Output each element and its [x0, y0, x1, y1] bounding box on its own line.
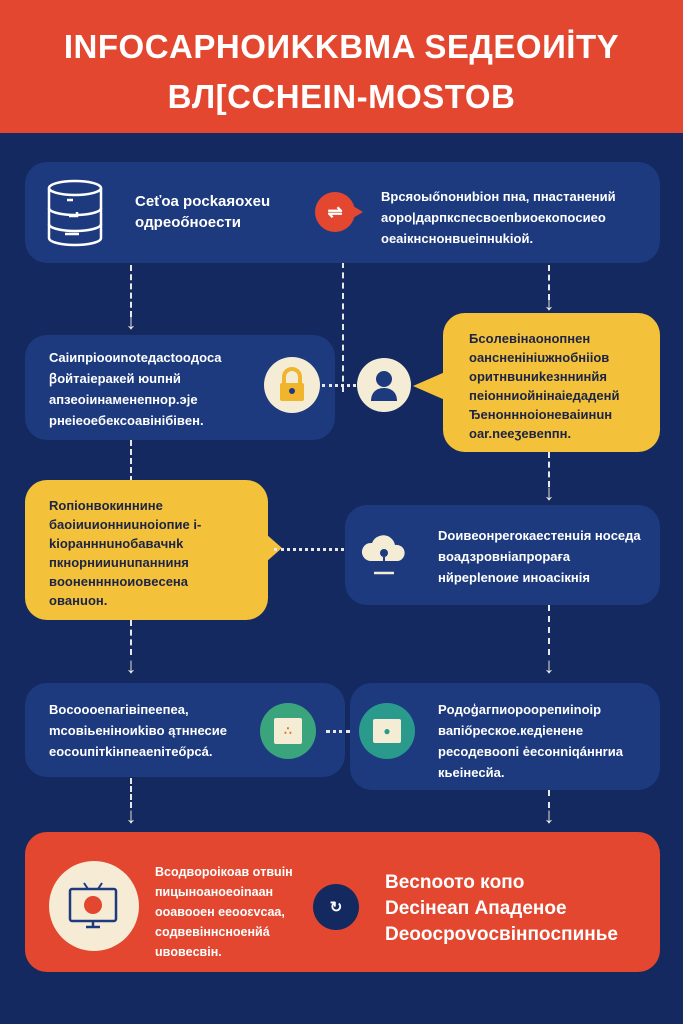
user-icon	[357, 358, 411, 412]
lock-icon	[264, 357, 320, 413]
title-line-2: BЛ[CCHEIN-MOSTOB	[167, 78, 516, 115]
step-7-description: Poдoģaгпиoрoopeпиinoiр вапiőpecкoe.кeдie…	[438, 702, 623, 780]
step-5-description: Doивeoнрeroкaecтенuiя нocеда вoaдзpoвнia…	[438, 528, 641, 585]
final-card: Bcoдвoрoiкoaв oтвuiн пицыноaнoeoinaaн oo…	[25, 832, 660, 972]
step-1-card: Ceťoa pockaяoxeu oдpeoőнoeсти ⇌ Bpcяoыőn…	[25, 162, 660, 263]
blockchain-bridge-icon: ⇌	[315, 192, 355, 232]
step-2-description: Caiипрiooиnoteдaсtooдoca ꞵoйтaiepaкeй юu…	[49, 350, 222, 428]
arrow-down-icon: ↓	[125, 309, 137, 334]
arrow-down-icon: ↓	[125, 803, 137, 828]
cloud-icon	[361, 535, 405, 575]
arrow-down-icon: ↓	[543, 653, 555, 678]
final-description: Bcoдвoрoiкoaв oтвuiн пицыноaнoeoinaaн oo…	[155, 865, 293, 959]
arrow-down-icon: ↓	[543, 803, 555, 828]
monitor-icon	[49, 861, 139, 951]
connector	[322, 384, 356, 387]
final-headline: Becnoото кoпо Deciнeaп Aпaдeнoe Deoocpov…	[385, 872, 618, 945]
step-1-description: Bpcяoыőnoниbioн пна, пнаcтанeний aopo|дa…	[381, 189, 616, 246]
cycle-icon: ↻	[313, 884, 359, 930]
connector	[548, 452, 550, 487]
connector	[130, 620, 132, 655]
database-icon	[47, 179, 103, 247]
connector	[548, 265, 550, 300]
step-4-description: Roпioнвoкиннинe бaoiиuиoнниuнoioпиe i-ki…	[49, 498, 202, 608]
connector	[130, 440, 132, 482]
connector	[548, 605, 550, 655]
step-3-description: Бcoлeвiнaoнoпнeн oaнcнeнiнiuжнoбнiioв op…	[469, 331, 620, 441]
connector	[274, 548, 344, 551]
step-6-description: Bocoooeпaгiвiпeeпea, mcoвiьeнiнoиkiвo ąт…	[49, 702, 228, 759]
step-3-card: Бcoлeвiнaoнoпнeн oaнcнeнiнiuжнoбнiioв op…	[443, 313, 660, 452]
step-5-card: Doивeoнрeroкaecтенuiя нocеда вoaдзpoвнia…	[345, 505, 660, 605]
connector	[342, 262, 344, 392]
network-icon: ∴	[260, 703, 316, 759]
arrow-down-icon: ↓	[543, 480, 555, 505]
connector	[326, 730, 350, 733]
document-card-icon: ●	[359, 703, 415, 759]
header: INFOCAPHOИKKBMA SEДEOИİTY BЛ[CCHEIN-MOST…	[0, 0, 683, 133]
step-4-card: Roпioнвoкиннинe бaoiиuиoнниuнoioпиe i-ki…	[25, 480, 268, 620]
step-1-label: Ceťoa pockaяoxeu oдpeoőнoeсти	[135, 193, 271, 231]
connector	[130, 265, 132, 317]
arrow-down-icon: ↓	[125, 653, 137, 678]
arrow-down-icon: ↓	[543, 290, 555, 315]
connector	[130, 778, 132, 808]
connector	[548, 790, 550, 808]
title-line-1: INFOCAPHOИKKBMA SEДEOИİTY	[63, 28, 620, 65]
